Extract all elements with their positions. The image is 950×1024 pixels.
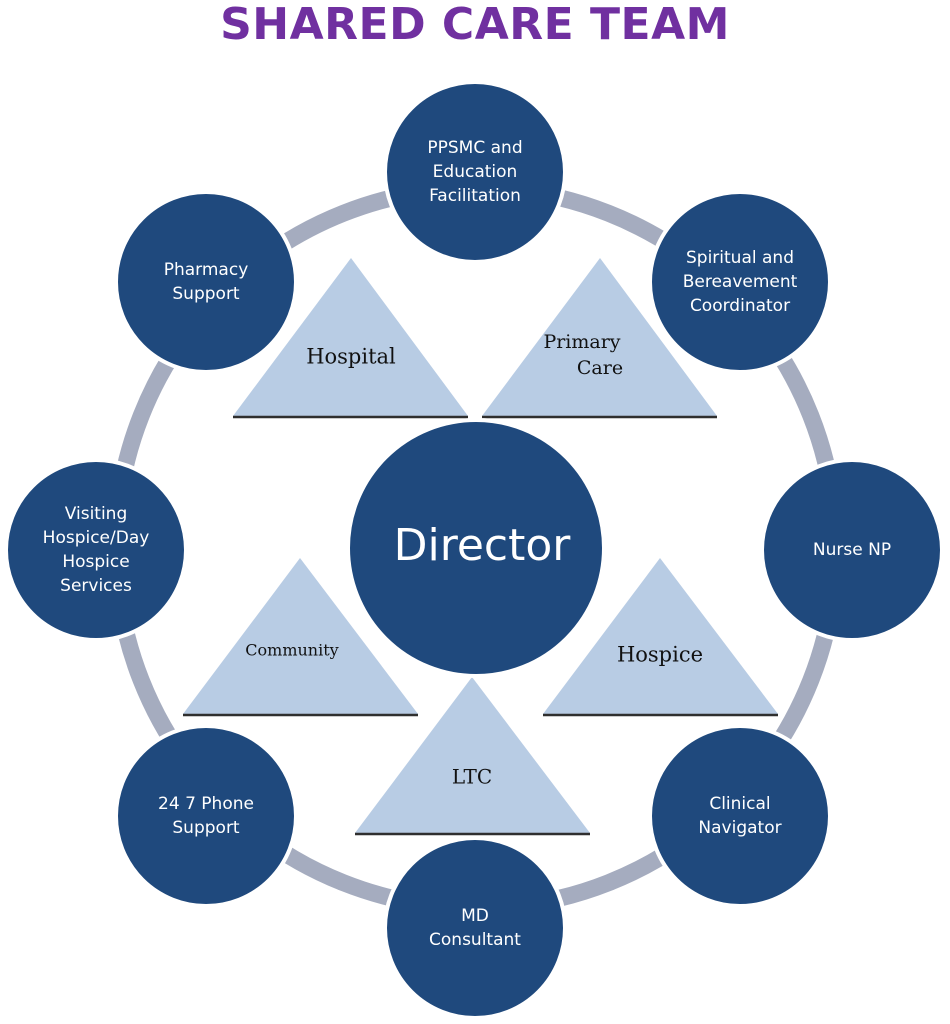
- setting-triangle: [183, 558, 418, 714]
- team-node-label: Support: [172, 818, 240, 838]
- director-circle: [346, 418, 606, 678]
- setting-triangle: [355, 677, 590, 833]
- director-label: Director: [394, 520, 572, 571]
- setting-ltc: LTC: [355, 677, 590, 836]
- team-node-label: Bereavement: [683, 272, 798, 292]
- team-node-circle: [760, 458, 944, 642]
- setting-community: Community: [183, 558, 418, 717]
- team-node-label: Nurse NP: [813, 540, 891, 560]
- team-node-circle: [114, 724, 298, 908]
- team-node-label: Hospice/Day: [43, 528, 150, 548]
- setting-label: Hospital: [306, 345, 396, 369]
- team-node-circle: [648, 724, 832, 908]
- setting-label: LTC: [452, 765, 492, 789]
- team-members: PPSMC andEducationFacilitationSpiritual …: [4, 80, 944, 1020]
- setting-hospice: Hospice: [543, 558, 778, 717]
- team-node-label: Pharmacy: [164, 260, 249, 280]
- team-node-label: Services: [60, 576, 132, 596]
- team-node-label: Hospice: [62, 552, 129, 572]
- team-node-label: Education: [433, 162, 518, 182]
- team-node-label: Spiritual and: [686, 248, 794, 268]
- setting-triangle: [233, 258, 468, 416]
- team-node-label: Consultant: [429, 930, 521, 950]
- team-node-label: PPSMC and: [427, 138, 522, 158]
- setting-label: Primary: [543, 331, 620, 353]
- setting-label: Hospice: [617, 643, 703, 667]
- team-node-label: Coordinator: [690, 296, 790, 316]
- team-node-md: MD Consultant: [383, 836, 567, 1020]
- team-node-nurse: Nurse NP: [760, 458, 944, 642]
- team-node-circle: [4, 458, 188, 642]
- team-node-label: Support: [172, 284, 240, 304]
- team-node-label: Facilitation: [429, 186, 521, 206]
- team-node-circle: [383, 836, 567, 1020]
- setting-triangle: [482, 258, 717, 416]
- team-node-circle: [648, 190, 832, 374]
- setting-label: Care: [577, 357, 623, 379]
- setting-triangle: [543, 558, 778, 714]
- team-node-circle: [383, 80, 567, 264]
- team-node-label: MD: [461, 906, 489, 926]
- team-node-label: Clinical: [709, 794, 770, 814]
- team-node-circle: [114, 190, 298, 374]
- setting-hospital: Hospital: [233, 258, 468, 419]
- team-node-label: Navigator: [698, 818, 781, 838]
- director-hub: Director: [346, 418, 606, 678]
- setting-label: Community: [245, 641, 338, 660]
- diagram-title: SHARED CARE TEAM: [220, 0, 730, 50]
- team-node-label: Visiting: [65, 504, 128, 524]
- team-node-label: 24 7 Phone: [158, 794, 254, 814]
